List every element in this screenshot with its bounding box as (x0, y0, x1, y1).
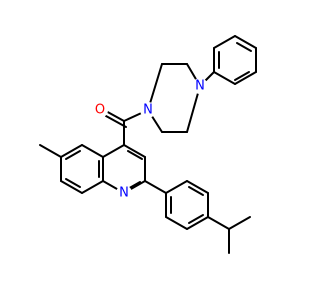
atom-labels: O N N N (92, 78, 208, 201)
piperazine-bond (147, 63, 163, 111)
phenyl-bond (234, 71, 257, 85)
carbonyl-double-bond (105, 115, 127, 128)
phenyl-bond (213, 35, 236, 49)
carbonyl-oxygen-label: O (95, 103, 105, 118)
piperazine-n1-label: N (143, 103, 153, 118)
benzo-double-bond (65, 150, 81, 160)
benzo-bond (60, 144, 83, 158)
piperazine-n4-label: N (195, 79, 205, 94)
aryl-bond (165, 180, 188, 194)
molecule-diagram: O N N N (39, 35, 257, 254)
isopropyl-bond (228, 216, 251, 230)
benzo-bond (60, 180, 83, 194)
benzo-bond (81, 180, 104, 194)
bonds (39, 35, 257, 254)
aryl-bond (165, 216, 188, 230)
quinoline-bond (102, 144, 125, 158)
aryl-bond (186, 216, 209, 230)
aryl-double-bond (188, 214, 204, 224)
phenyl-double-bond (234, 71, 250, 81)
quinoline-bond (123, 144, 146, 158)
isopropyl-bond (207, 216, 230, 230)
quinoline-double-bond (127, 150, 143, 160)
phenyl-bond (213, 71, 236, 85)
quinoline-nitrogen-atom: N (116, 185, 132, 201)
aryl-double-bond (188, 186, 204, 196)
carbonyl-oxygen-atom: O (92, 102, 108, 118)
aryl-link-bond (144, 180, 167, 194)
methyl-bond (39, 144, 62, 158)
benzo-bond (81, 144, 104, 158)
phenyl-bond (234, 35, 257, 49)
quinoline-nitrogen-label: N (119, 186, 129, 201)
aryl-bond (186, 180, 209, 194)
benzo-double-bond (65, 178, 81, 188)
piperazine-n4-atom: N (192, 78, 208, 94)
piperazine-n1-atom: N (140, 102, 156, 118)
phenyl-double-bond (236, 42, 252, 52)
